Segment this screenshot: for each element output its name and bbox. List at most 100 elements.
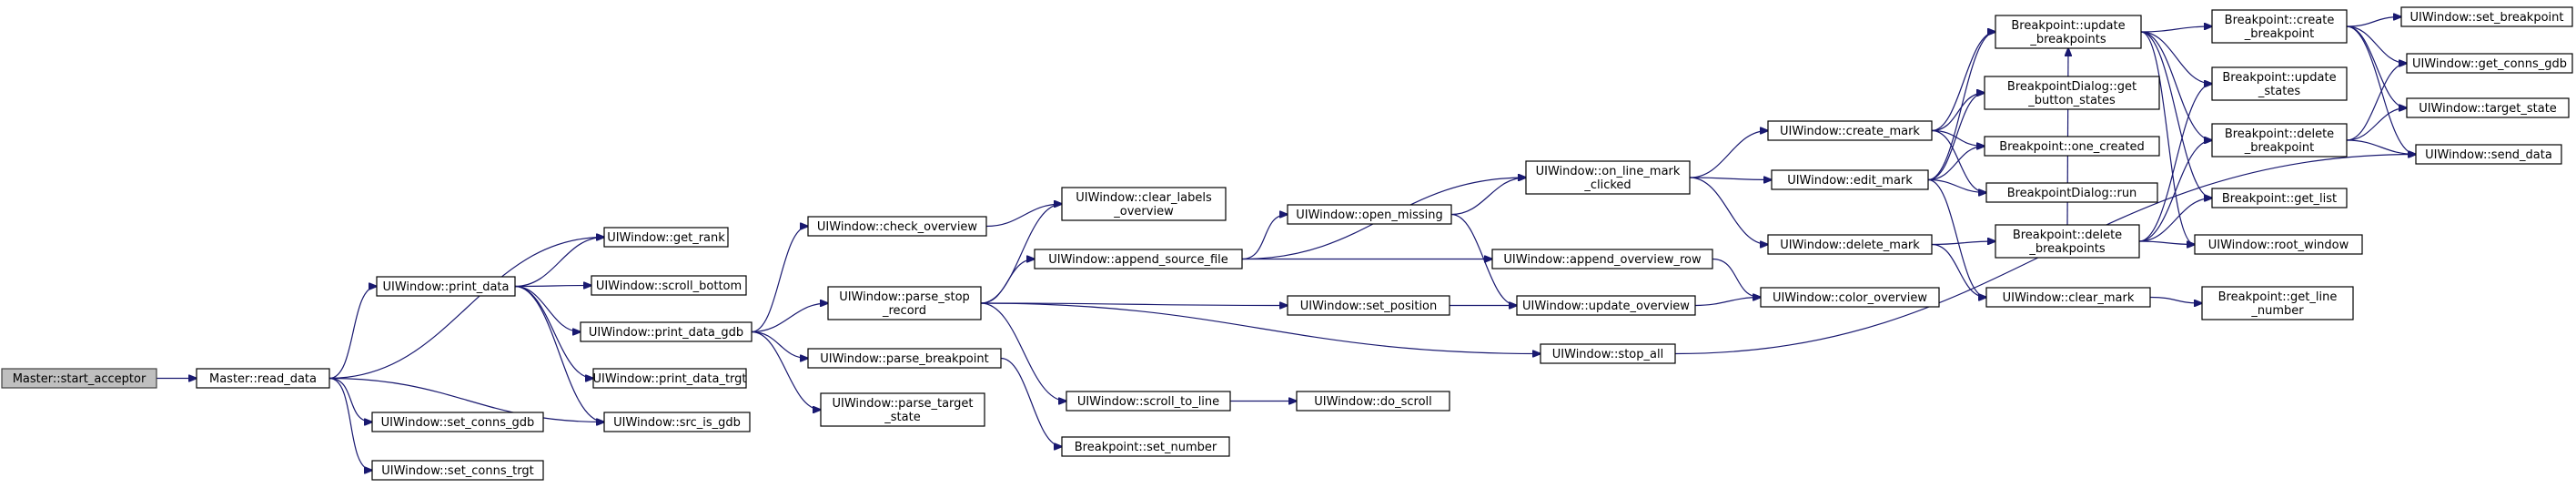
node-color-overview[interactable]: UIWindow::color_overview	[1760, 287, 1940, 308]
edge-on-line-mark-clicked-to-delete-mark	[1689, 177, 1768, 245]
node-print-data[interactable]: UIWindow::print_data	[376, 276, 516, 297]
edge-delete-breakpoints-to-update-states	[2138, 84, 2212, 242]
node-box	[1540, 343, 1676, 364]
node-box	[2415, 144, 2562, 165]
node-box	[820, 392, 985, 427]
edge-edit-mark-to-update-breakpoints	[1927, 32, 1995, 181]
node-label: UIWindow::src_is_gdb	[613, 416, 741, 430]
node-box	[1296, 391, 1450, 412]
node-box	[603, 412, 751, 432]
edge-create-mark-to-dialog-run	[1931, 129, 1986, 193]
edge-create-mark-to-update-breakpoints	[1931, 32, 1995, 132]
node-stop-all[interactable]: UIWindow::stop_all	[1540, 343, 1676, 364]
edge-update-breakpoints-to-get-list	[2140, 31, 2212, 198]
node-label: Breakpoint::delete	[2013, 229, 2122, 242]
edge-parse-stop-record-to-stop-all	[980, 302, 1541, 354]
edge-delete-breakpoints-to-root-window	[2138, 240, 2195, 245]
node-label: _breakpoints	[2029, 33, 2106, 46]
node-clear-labels-overview[interactable]: UIWindow::clear_labels_overview	[1061, 187, 1227, 221]
node-scroll-bottom[interactable]: UIWindow::scroll_bottom	[591, 275, 747, 296]
node-root-window[interactable]: UIWindow::root_window	[2194, 234, 2363, 255]
node-set-conns-gdb[interactable]: UIWindow::set_conns_gdb	[371, 412, 544, 432]
node-box	[603, 227, 729, 248]
node-set-conns-trgt[interactable]: UIWindow::set_conns_trgt	[371, 460, 544, 481]
node-clear-mark[interactable]: UIWindow::clear_mark	[1985, 287, 2151, 308]
node-start-acceptor[interactable]: Master::start_acceptor	[1, 368, 157, 389]
node-box	[1995, 15, 2142, 49]
node-label: UIWindow::delete_mark	[1780, 239, 1920, 252]
edge-create-breakpoint-to-get-conns-gdb	[2346, 25, 2407, 64]
edge-delete-breakpoints-to-get-list	[2138, 198, 2212, 242]
node-box	[1516, 295, 1696, 316]
edge-delete-breakpoint-to-target-state	[2346, 108, 2407, 141]
node-label: UIWindow::set_breakpoint	[2410, 11, 2564, 25]
edge-print-data-to-scroll-bottom	[514, 286, 591, 287]
node-open-missing[interactable]: UIWindow::open_missing	[1287, 204, 1452, 225]
node-get-list[interactable]: Breakpoint::get_list	[2211, 188, 2348, 208]
node-label: Breakpoint::delete	[2225, 127, 2334, 141]
node-dialog-run[interactable]: BreakpointDialog::run	[1985, 182, 2158, 203]
edge-parse-stop-record-to-append-source-file	[980, 259, 1035, 304]
edge-clear-mark-to-get-line-number	[2149, 296, 2202, 304]
node-label: Master::read_data	[209, 372, 317, 386]
node-label: UIWindow::set_conns_gdb	[381, 416, 535, 430]
edge-open-missing-to-update-overview	[1450, 213, 1517, 306]
edge-delete-breakpoint-to-get-conns-gdb	[2346, 64, 2407, 141]
node-label: UIWindow::parse_stop	[839, 290, 970, 304]
node-set-number[interactable]: Breakpoint::set_number	[1061, 436, 1230, 457]
node-edit-mark[interactable]: UIWindow::edit_mark	[1771, 169, 1929, 190]
node-one-created[interactable]: Breakpoint::one_created	[1984, 136, 2160, 157]
node-box	[580, 321, 753, 342]
node-create-breakpoint[interactable]: Breakpoint::create_breakpoint	[2211, 9, 2348, 44]
node-label: UIWindow::get_rank	[607, 231, 725, 245]
node-box	[2406, 97, 2570, 118]
node-send-data[interactable]: UIWindow::send_data	[2415, 144, 2562, 165]
edge-delete-mark-to-delete-breakpoints	[1931, 241, 1995, 246]
node-append-overview-row[interactable]: UIWindow::append_overview_row	[1491, 249, 1713, 269]
node-get-line-number[interactable]: Breakpoint::get_line_number	[2201, 286, 2354, 320]
edge-print-data-gdb-to-parse-target-state	[751, 330, 821, 411]
edge-read-data-to-set-conns-gdb	[328, 377, 372, 422]
node-print-data-trgt[interactable]: UIWindow::print_data_trgt	[592, 368, 747, 389]
node-box	[1491, 249, 1713, 269]
node-set-position[interactable]: UIWindow::set_position	[1287, 295, 1450, 316]
node-label: _clicked	[1583, 178, 1631, 192]
node-box	[371, 460, 544, 481]
node-box	[2211, 188, 2348, 208]
node-label: _breakpoints	[2028, 242, 2105, 256]
node-update-breakpoints[interactable]: Breakpoint::update_breakpoints	[1995, 15, 2142, 49]
node-box	[196, 368, 330, 389]
node-box	[2211, 66, 2348, 101]
node-append-source-file[interactable]: UIWindow::append_source_file	[1034, 249, 1243, 269]
node-update-states[interactable]: Breakpoint::update_states	[2211, 66, 2348, 101]
edges	[157, 17, 2416, 471]
node-read-data[interactable]: Master::read_data	[196, 368, 330, 389]
node-label: UIWindow::update_overview	[1522, 300, 1690, 313]
node-label: _number	[2250, 304, 2304, 318]
node-create-mark[interactable]: UIWindow::create_mark	[1767, 120, 1933, 141]
node-update-overview[interactable]: UIWindow::update_overview	[1516, 295, 1696, 316]
node-delete-mark[interactable]: UIWindow::delete_mark	[1767, 234, 1933, 255]
node-label: _button_states	[2027, 94, 2116, 107]
node-delete-breakpoint[interactable]: Breakpoint::delete_breakpoint	[2211, 123, 2348, 158]
node-label: Breakpoint::get_list	[2222, 192, 2337, 206]
node-print-data-gdb[interactable]: UIWindow::print_data_gdb	[580, 321, 753, 342]
node-get-button-states[interactable]: BreakpointDialog::get_button_states	[1984, 76, 2160, 110]
node-label: UIWindow::append_source_file	[1048, 253, 1228, 267]
node-check-overview[interactable]: UIWindow::check_overview	[807, 216, 987, 237]
node-parse-target-state[interactable]: UIWindow::parse_target_state	[820, 392, 985, 427]
node-box	[1525, 160, 1691, 195]
node-label: BreakpointDialog::get	[2007, 80, 2137, 94]
node-get-conns-gdb[interactable]: UIWindow::get_conns_gdb	[2406, 53, 2573, 74]
node-on-line-mark-clicked[interactable]: UIWindow::on_line_mark_clicked	[1525, 160, 1691, 195]
node-do-scroll[interactable]: UIWindow::do_scroll	[1296, 391, 1450, 412]
node-src-is-gdb[interactable]: UIWindow::src_is_gdb	[603, 412, 751, 432]
node-delete-breakpoints[interactable]: Breakpoint::delete_breakpoints	[1995, 224, 2140, 259]
edge-on-line-mark-clicked-to-create-mark	[1689, 131, 1768, 178]
node-parse-breakpoint[interactable]: UIWindow::parse_breakpoint	[807, 348, 1002, 369]
node-parse-stop-record[interactable]: UIWindow::parse_stop_record	[827, 286, 982, 320]
node-get-rank[interactable]: UIWindow::get_rank	[603, 227, 729, 248]
node-target-state[interactable]: UIWindow::target_state	[2406, 97, 2570, 118]
node-scroll-to-line[interactable]: UIWindow::scroll_to_line	[1066, 391, 1231, 412]
node-set-breakpoint[interactable]: UIWindow::set_breakpoint	[2400, 6, 2573, 27]
